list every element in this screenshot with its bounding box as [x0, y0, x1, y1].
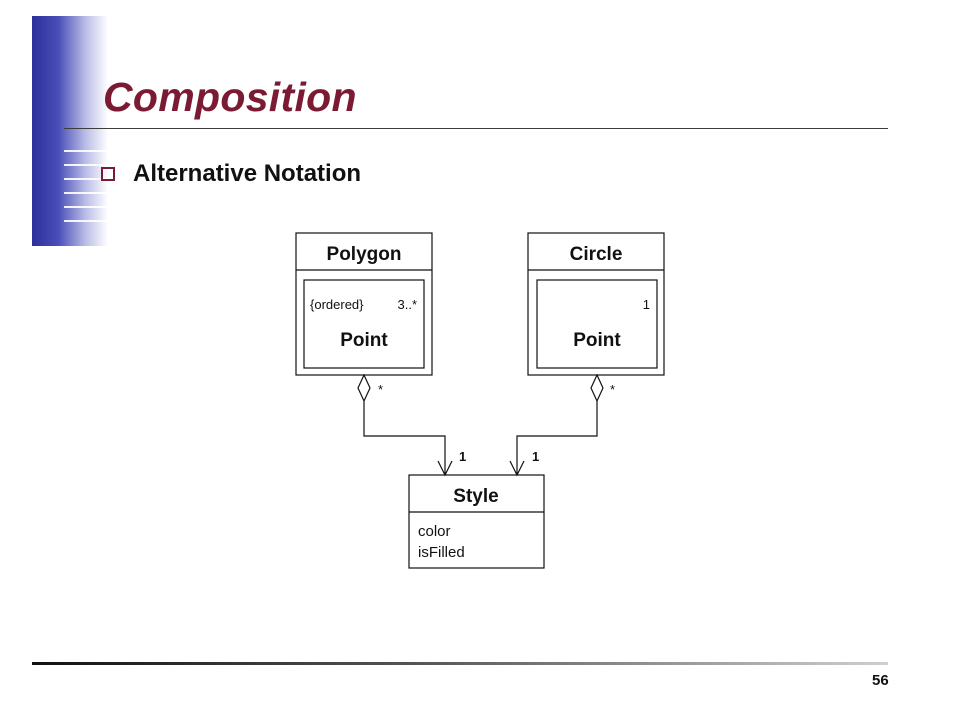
association-line — [516, 401, 598, 475]
aggregation-diamond-icon — [357, 373, 371, 403]
circle-class: Circle 1 Point — [527, 232, 665, 376]
checkbox-bullet-icon — [101, 167, 115, 181]
circle-point-multiplicity: 1 — [643, 297, 650, 312]
title-divider — [64, 128, 888, 129]
arrowhead-icon — [437, 460, 453, 477]
footer-divider — [32, 662, 888, 665]
circle-point-part — [536, 279, 658, 369]
style-class-box — [408, 474, 545, 569]
polygon-class-name: Polygon — [327, 244, 402, 265]
polygon-class: Polygon {ordered} 3..* Point — [295, 232, 433, 376]
association-source-multiplicity: * — [610, 382, 615, 397]
style-attribute: color — [418, 523, 451, 540]
style-class: Style color isFilled — [408, 474, 545, 569]
polygon-style-association: * 1 — [357, 373, 466, 477]
circle-class-name: Circle — [570, 244, 623, 265]
sidebar-lines — [64, 150, 108, 234]
polygon-point-name: Point — [340, 330, 388, 351]
circle-point-name: Point — [573, 330, 621, 351]
slide-title: Composition — [103, 74, 357, 120]
association-target-multiplicity: 1 — [459, 449, 466, 464]
style-class-name: Style — [453, 486, 498, 507]
polygon-point-part — [303, 279, 425, 369]
page-number: 56 — [872, 672, 889, 689]
association-source-multiplicity: * — [378, 382, 383, 397]
bullet-text: Alternative Notation — [133, 160, 362, 187]
polygon-point-multiplicity: 3..* — [397, 297, 417, 312]
style-attribute: isFilled — [418, 544, 465, 561]
association-line — [363, 401, 446, 475]
circle-style-association: * 1 — [509, 373, 615, 477]
association-target-multiplicity: 1 — [532, 449, 539, 464]
aggregation-diamond-icon — [590, 373, 604, 403]
polygon-point-constraint: {ordered} — [310, 297, 364, 312]
arrowhead-icon — [509, 460, 525, 477]
